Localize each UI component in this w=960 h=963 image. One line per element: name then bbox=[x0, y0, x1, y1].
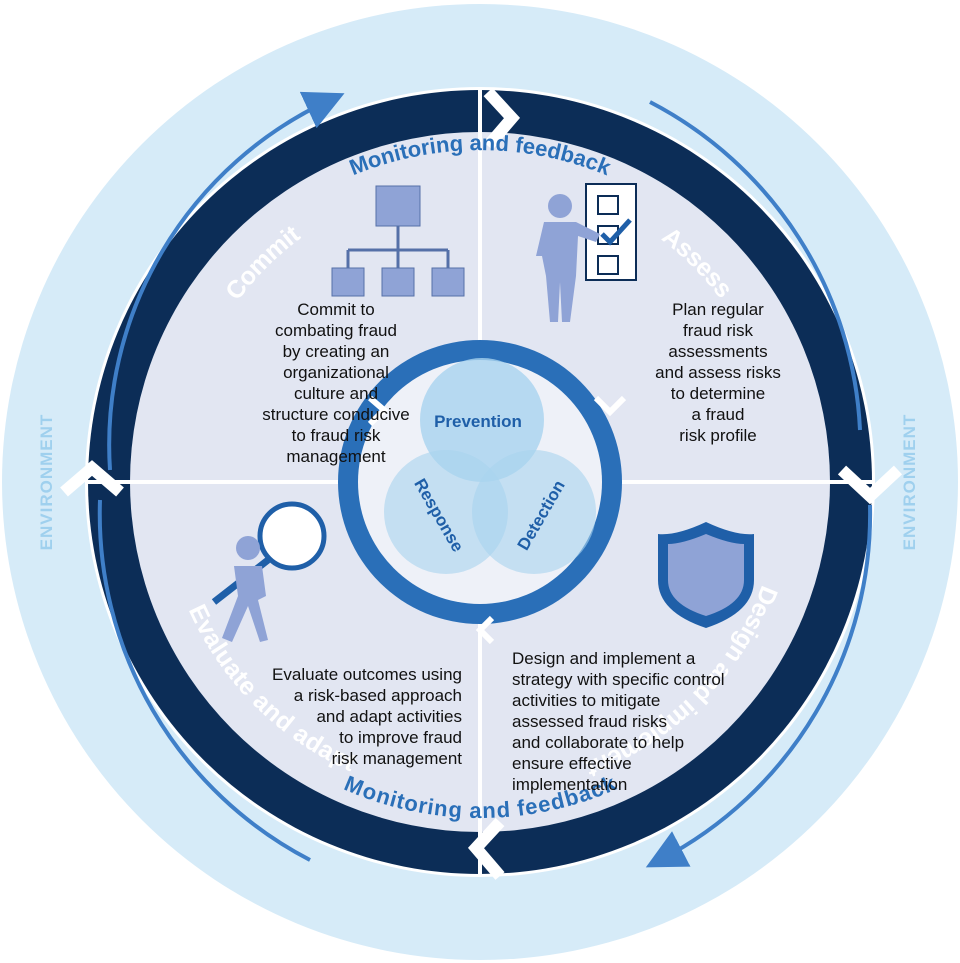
environment-label-left: ENVIRONMENT bbox=[37, 414, 56, 551]
commit-description-line: organizational bbox=[283, 363, 389, 382]
chevron-bottom bbox=[467, 817, 505, 880]
environment-label-right: ENVIRONMENT bbox=[900, 414, 919, 551]
assess-description-line: and assess risks bbox=[655, 363, 781, 382]
commit-description-line: Commit to bbox=[297, 300, 374, 319]
monitoring-line-bottom-left bbox=[97, 499, 311, 862]
design-description-line: Design and implement a bbox=[512, 649, 696, 668]
evaluate-description-line: to improve fraud bbox=[339, 728, 462, 747]
monitoring-line-top-right bbox=[649, 100, 862, 431]
center-chevron-1 bbox=[367, 395, 389, 427]
design-description-line: activities to mitigate bbox=[512, 691, 660, 710]
venn-response-circle bbox=[384, 450, 508, 574]
design-description-line: strategy with specific control bbox=[512, 670, 725, 689]
evaluate-description: Evaluate outcomes using a risk-based appr… bbox=[272, 665, 462, 768]
evaluate-description-line: Evaluate outcomes using bbox=[272, 665, 462, 684]
evaluate-description-line: a risk-based approach bbox=[294, 686, 462, 705]
assess-description-line: fraud risk bbox=[683, 321, 753, 340]
commit-description-line: structure conducive bbox=[262, 405, 409, 424]
commit-description-line: management bbox=[286, 447, 386, 466]
design-description-line: assessed fraud risks bbox=[512, 712, 667, 731]
evaluate-description-line: risk management bbox=[332, 749, 463, 768]
assess-description-line: assessments bbox=[668, 342, 767, 361]
design-description-line: ensure effective bbox=[512, 754, 632, 773]
venn-prevention-label: Prevention bbox=[434, 412, 522, 431]
design-description: Design and implement a strategy with spec… bbox=[512, 649, 725, 794]
venn-detection-circle bbox=[472, 450, 596, 574]
evaluate-description-line: and adapt activities bbox=[316, 707, 462, 726]
org-chart-icon bbox=[331, 185, 465, 297]
chevron-top bbox=[483, 87, 521, 150]
shield-icon bbox=[658, 522, 754, 628]
assess-description-line: risk profile bbox=[679, 426, 756, 445]
checklist-presenter-icon bbox=[536, 183, 637, 322]
design-description-line: implementation bbox=[512, 775, 627, 794]
commit-description-line: to fraud risk bbox=[292, 426, 381, 445]
monitoring-arrow-top bbox=[107, 91, 345, 471]
design-description-line: and collaborate to help bbox=[512, 733, 684, 752]
assess-description-line: to determine bbox=[671, 384, 766, 403]
center-chevron-3 bbox=[475, 615, 495, 645]
commit-description-line: by creating an bbox=[283, 342, 390, 361]
commit-description-line: combating fraud bbox=[275, 321, 397, 340]
commit-description-line: culture and bbox=[294, 384, 378, 403]
assess-description-line: a fraud bbox=[692, 405, 745, 424]
monitoring-arrow-bottom bbox=[645, 504, 873, 868]
commit-description: Commit to combating fraud by creating an or… bbox=[262, 300, 409, 466]
chevron-left bbox=[60, 460, 124, 497]
magnifier-person-icon bbox=[211, 501, 327, 642]
assess-description-line: Plan regular bbox=[672, 300, 764, 319]
assess-description: Plan regular fraud risk assessments and ass… bbox=[655, 300, 781, 445]
center-chevron-2 bbox=[593, 395, 627, 417]
chevron-right bbox=[837, 465, 903, 505]
